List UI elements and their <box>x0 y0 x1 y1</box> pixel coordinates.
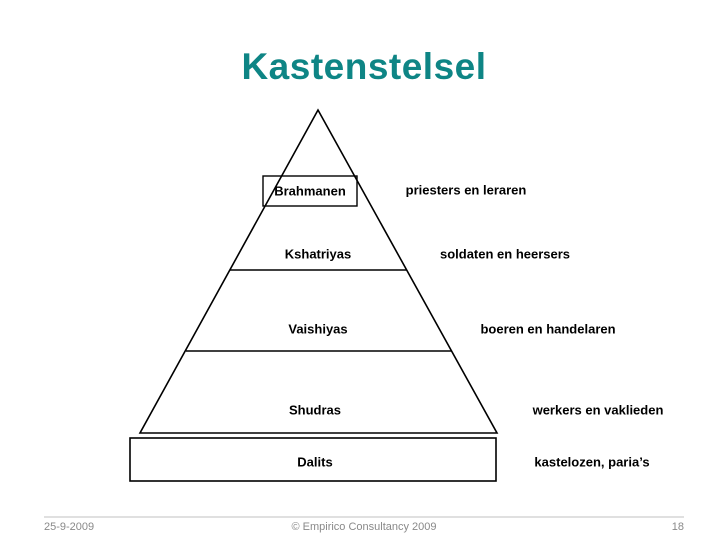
pyramid-level-label-brahmanen: Brahmanen <box>274 183 346 199</box>
level-description-vaishiyas: boeren en handelaren <box>480 321 616 337</box>
pyramid-outline <box>138 108 499 434</box>
level-description-shudras: werkers en vaklieden <box>532 402 664 418</box>
dalits-box <box>129 437 497 482</box>
pyramid-level-label-vaishiyas: Vaishiyas <box>288 321 348 337</box>
pyramid-level-label-shudras: Shudras <box>288 402 342 418</box>
footer-date: 25-9-2009 <box>44 521 95 533</box>
pyramid-level-label-kshatriyas: Kshatriyas <box>284 246 352 262</box>
level-description-brahmanen: priesters en leraren <box>405 182 527 198</box>
footer-page-number: 18 <box>671 521 684 533</box>
level-description-dalits: kastelozen, paria’s <box>534 454 650 470</box>
brahmanen-box <box>262 175 358 207</box>
slide-title: Kastenstelsel <box>241 46 487 87</box>
footer-copyright: © Empirico Consultancy 2009 <box>291 521 437 533</box>
pyramid-level-label-dalits: Dalits <box>297 454 333 470</box>
level-description-kshatriyas: soldaten en heersers <box>439 246 571 262</box>
